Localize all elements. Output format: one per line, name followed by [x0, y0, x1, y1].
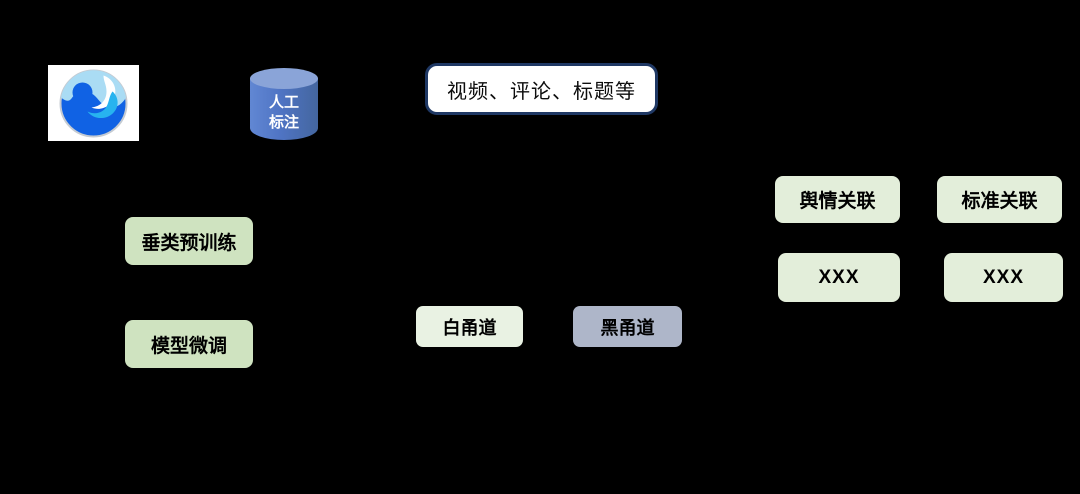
- sentiment-link-node: 舆情关联: [775, 176, 900, 223]
- black-channel-label: 黑甬道: [600, 317, 655, 338]
- standard-link-label: 标准关联: [961, 191, 1038, 212]
- app-logo: [48, 65, 139, 141]
- data-source-node: 视频、评论、标题等: [425, 63, 658, 115]
- placeholder-left-label: XXX: [818, 266, 860, 288]
- annotation-db-node: 人工 标注: [250, 68, 318, 140]
- placeholder-left-node: XXX: [778, 253, 900, 302]
- placeholder-right-label: XXX: [982, 266, 1025, 288]
- pretrain-node: 垂类预训练: [125, 217, 253, 265]
- sentiment-link-label: 舆情关联: [799, 191, 876, 212]
- finetune-label: 模型微调: [150, 335, 227, 357]
- finetune-node: 模型微调: [125, 320, 253, 368]
- data-source-label: 视频、评论、标题等: [447, 80, 636, 103]
- cylinder-top: [250, 68, 318, 89]
- annotation-db-line2: 标注: [268, 114, 299, 131]
- placeholder-right-node: XXX: [944, 253, 1063, 302]
- standard-link-node: 标准关联: [937, 176, 1062, 223]
- annotation-db-line1: 人工: [268, 94, 299, 111]
- black-channel-node: 黑甬道: [573, 306, 682, 347]
- annotation-db-label: 人工 标注: [250, 93, 318, 133]
- blue-swirl-logo-icon: [48, 65, 139, 141]
- white-channel-node: 白甬道: [416, 306, 523, 347]
- pretrain-label: 垂类预训练: [141, 232, 237, 254]
- white-channel-label: 白甬道: [442, 317, 497, 338]
